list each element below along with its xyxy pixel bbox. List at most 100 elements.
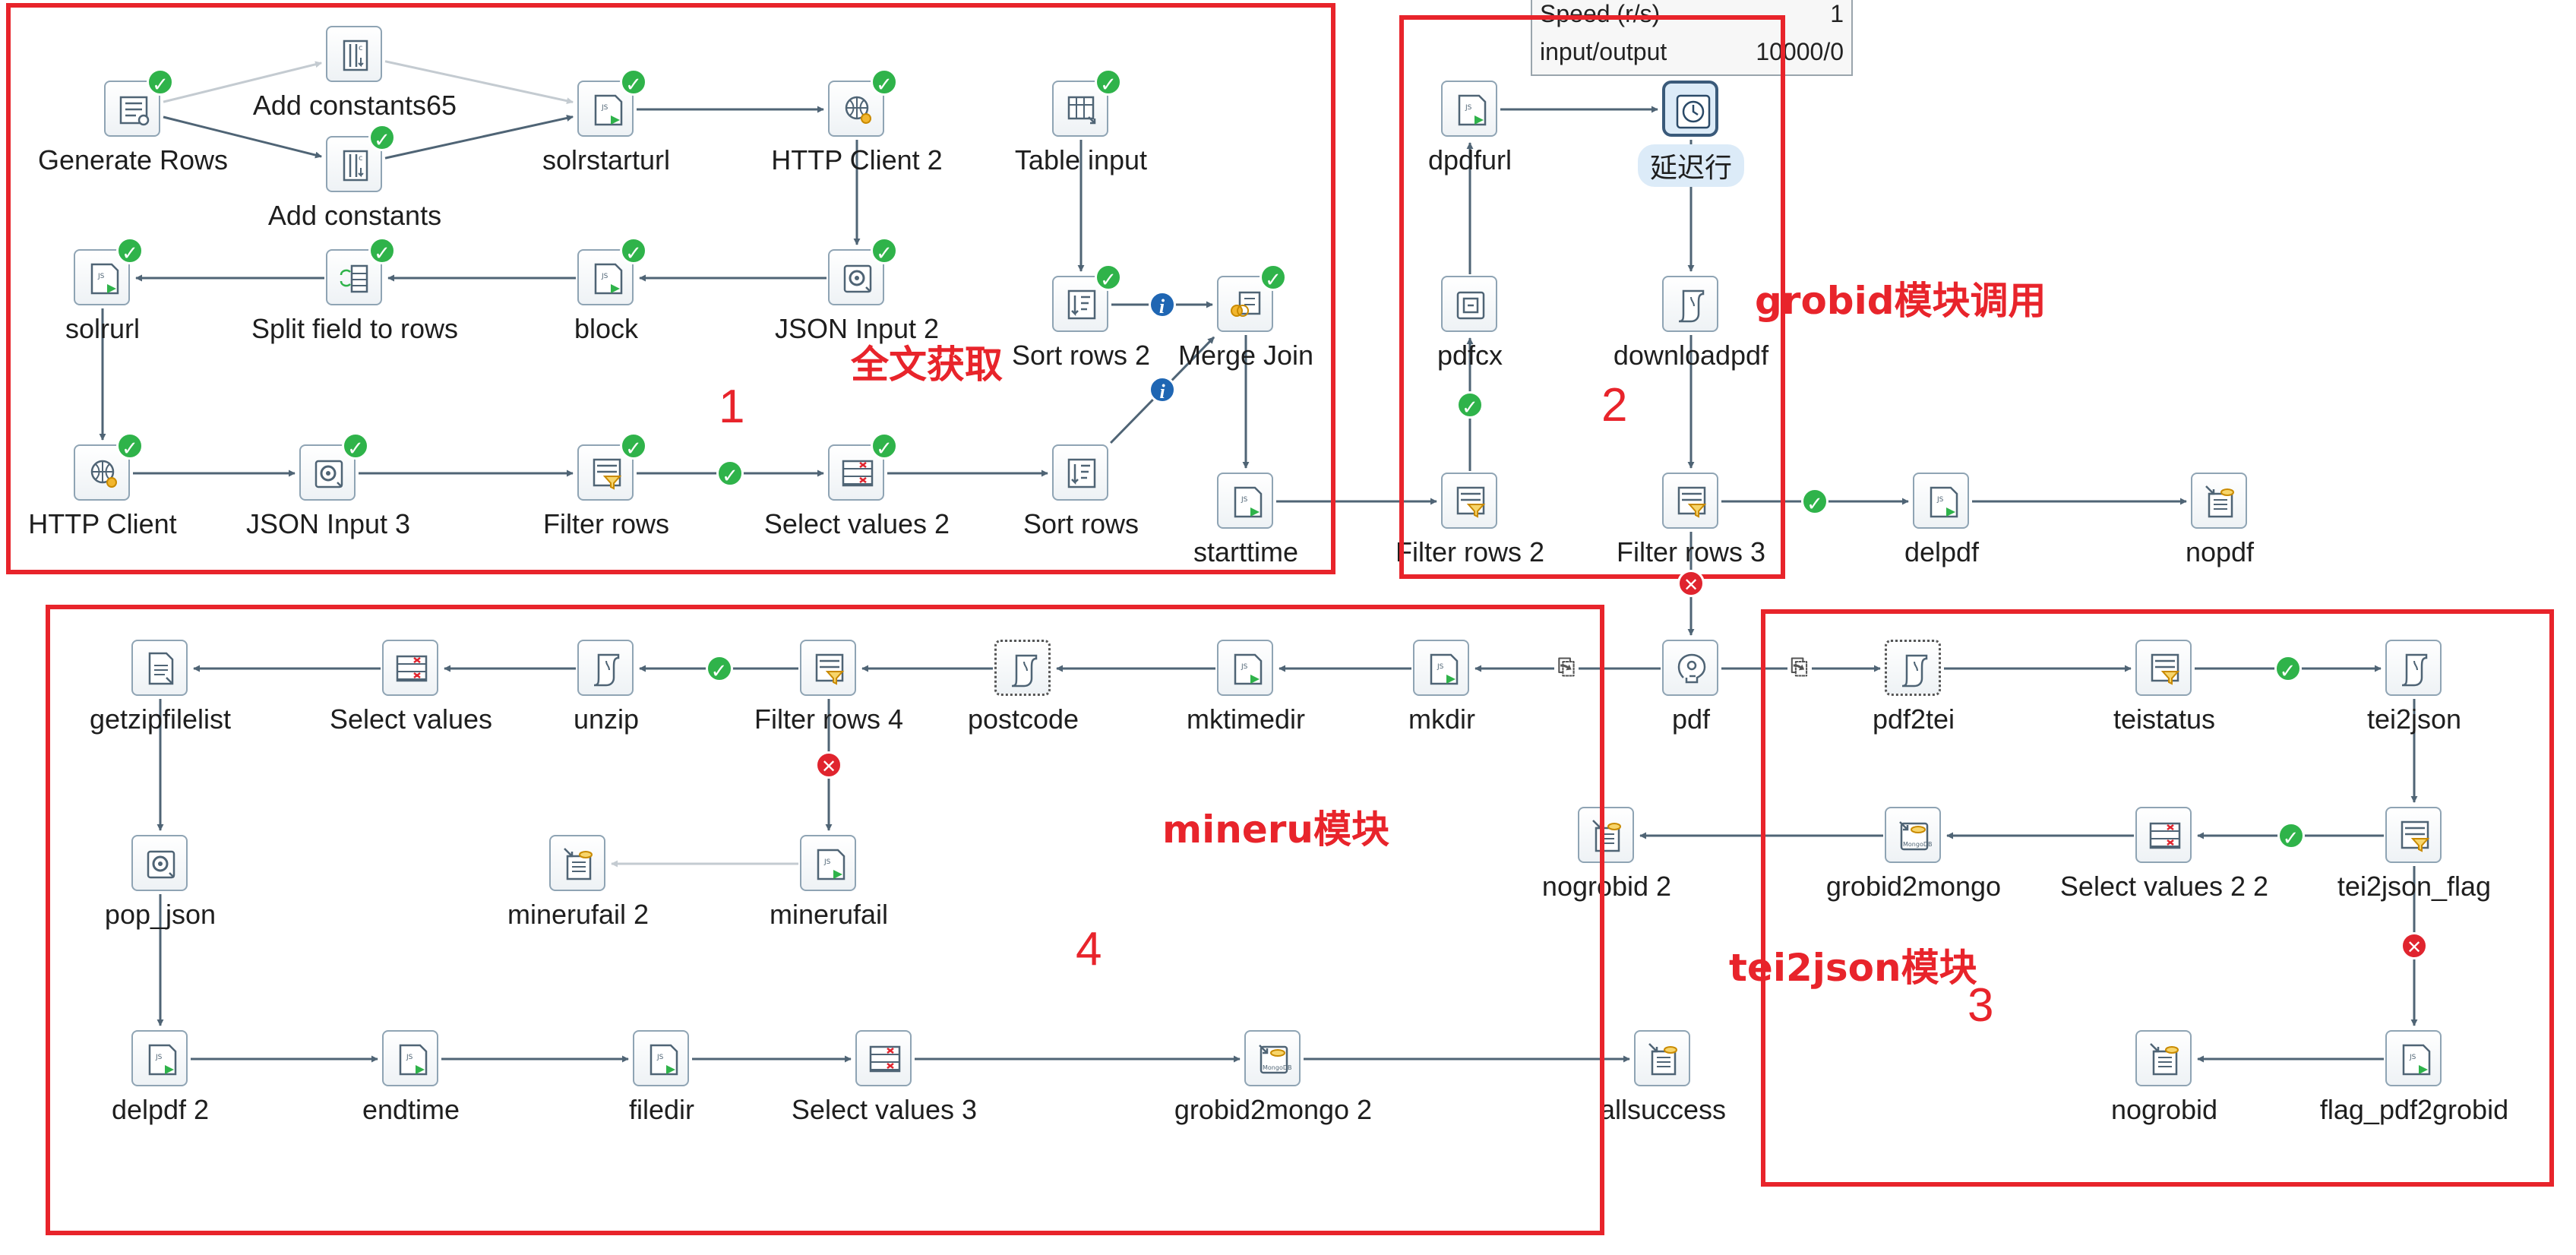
step-label: minerufail 2 — [507, 899, 650, 930]
status-ok-icon: ✓ — [620, 68, 647, 96]
step-icon-box[interactable] — [131, 835, 188, 891]
step-icon-box[interactable] — [2191, 473, 2247, 529]
hop-generate-rows-to-add-constants[interactable] — [163, 115, 322, 159]
step-icon-box[interactable]: JS — [1217, 640, 1273, 696]
step-icon-box[interactable]: JS — [1217, 473, 1273, 529]
step-label: pop_json — [104, 899, 217, 930]
svg-text:JS: JS — [406, 1054, 413, 1061]
status-ok-icon: ✓ — [1260, 264, 1287, 291]
hop-info-icon: i — [1148, 291, 1176, 318]
step-icon-box[interactable]: JS — [577, 81, 634, 137]
status-ok-icon: ✓ — [368, 237, 396, 264]
step-icon-box[interactable] — [1052, 444, 1108, 501]
step-label: solrurl — [65, 313, 140, 344]
step-label: Generate Rows — [37, 144, 229, 175]
metrics-row-speed: Speed (r/s) 1 — [1540, 0, 1844, 32]
step-label: downloadpdf — [1613, 340, 1769, 371]
svg-text:JS: JS — [97, 273, 105, 280]
svg-text:JS: JS — [1241, 496, 1248, 504]
step-icon-box[interactable] — [1441, 473, 1497, 529]
step-icon-box[interactable] — [299, 444, 356, 501]
step-label: 延迟行 — [1638, 144, 1744, 187]
status-ok-icon: ✓ — [1095, 68, 1122, 96]
step-icon-box[interactable] — [1662, 640, 1718, 696]
svg-text:JS: JS — [601, 273, 608, 280]
step-icon-box[interactable] — [1441, 276, 1497, 332]
step-icon-box[interactable] — [2385, 640, 2442, 696]
step-icon-box[interactable]: JS — [2385, 1030, 2442, 1086]
step-icon-box[interactable] — [1634, 1030, 1690, 1086]
hop-add-constants65-to-solrstarturl[interactable] — [384, 60, 574, 105]
step-label: solrstarturl — [542, 144, 671, 175]
step-label: Filter rows — [542, 508, 669, 539]
step-icon-box[interactable] — [1662, 473, 1718, 529]
step-icon-box[interactable] — [2385, 807, 2442, 863]
step-label: block — [574, 313, 639, 344]
step-label: tei2json_flag — [2337, 871, 2492, 902]
step-icon-box[interactable] — [828, 444, 884, 501]
region-4-box — [46, 605, 1604, 1235]
step-icon-box[interactable]: JS — [1913, 473, 1969, 529]
hop-error-icon: ✕ — [2401, 932, 2428, 959]
hop-success-icon: ✓ — [716, 460, 744, 487]
step-icon-box[interactable]: JS — [1413, 640, 1469, 696]
step-icon-box[interactable]: MongoDB — [1885, 807, 1941, 863]
step-label: grobid2mongo 2 — [1174, 1094, 1373, 1125]
status-ok-icon: ✓ — [116, 237, 144, 264]
step-icon-box[interactable]: JS — [577, 249, 634, 305]
step-icon-box[interactable] — [131, 640, 188, 696]
step-icon-box[interactable] — [2135, 1030, 2192, 1086]
step-icon-box[interactable]: c — [326, 26, 382, 82]
step-label: JSON Input 3 — [245, 508, 411, 539]
step-label: allsuccess — [1599, 1094, 1727, 1125]
hop-generate-rows-to-add-constants65[interactable] — [163, 61, 322, 103]
svg-text:JS: JS — [656, 1054, 664, 1061]
hop-success-icon: ✓ — [705, 655, 733, 682]
step-icon-box[interactable]: JS — [633, 1030, 689, 1086]
step-icon-box[interactable] — [2135, 807, 2192, 863]
step-icon-box[interactable] — [577, 640, 634, 696]
step-icon-box[interactable] — [549, 835, 605, 891]
step-label: delpdf 2 — [111, 1094, 210, 1125]
hop-copy-icon: ⎘ — [1787, 655, 1812, 679]
step-label: minerufail — [769, 899, 889, 930]
metrics-value: 10000/0 — [1756, 38, 1844, 65]
step-icon-box[interactable] — [1885, 640, 1941, 696]
step-icon-box[interactable]: JS — [800, 835, 856, 891]
step-icon-box[interactable] — [2135, 640, 2192, 696]
status-ok-icon: ✓ — [368, 124, 396, 151]
metrics-value: 1 — [1830, 0, 1844, 27]
step-label: Select values 3 — [791, 1094, 978, 1125]
step-label: teistatus — [2113, 703, 2216, 735]
step-label: Add constants — [267, 200, 442, 231]
step-label: nogrobid — [2110, 1094, 2218, 1125]
region-1-annotation: 全文获取 — [851, 343, 1003, 387]
step-icon-box[interactable] — [994, 640, 1051, 696]
step-icon-box[interactable]: JS — [131, 1030, 188, 1086]
step-label: tei2json — [2366, 703, 2462, 735]
step-icon-box[interactable] — [800, 640, 856, 696]
step-icon-box[interactable] — [1578, 807, 1634, 863]
step-label: nogrobid 2 — [1541, 871, 1672, 902]
step-icon-box[interactable]: JS — [1441, 81, 1497, 137]
step-icon-box[interactable] — [828, 249, 884, 305]
step-icon-box[interactable] — [1662, 81, 1718, 137]
step-icon-box[interactable]: JS — [382, 1030, 438, 1086]
step-label: starttime — [1193, 536, 1299, 567]
hop-add-constants-to-solrstarturl[interactable] — [384, 115, 574, 160]
svg-text:JS: JS — [155, 1054, 163, 1061]
step-icon-box[interactable]: MongoDB — [1244, 1030, 1301, 1086]
step-label: postcode — [967, 703, 1079, 735]
hop-copy-icon: ⎘ — [1554, 655, 1579, 679]
step-icon-box[interactable] — [855, 1030, 912, 1086]
svg-text:JS: JS — [1437, 663, 1444, 671]
step-icon-box[interactable] — [382, 640, 438, 696]
step-label: Split field to rows — [251, 313, 459, 344]
step-icon-box[interactable] — [1662, 276, 1718, 332]
region-3-number: 3 — [1968, 979, 1994, 1032]
step-label: filedir — [628, 1094, 695, 1125]
step-label: Filter rows 4 — [754, 703, 904, 735]
step-label: nopdf — [2185, 536, 2255, 567]
status-ok-icon: ✓ — [620, 237, 647, 264]
